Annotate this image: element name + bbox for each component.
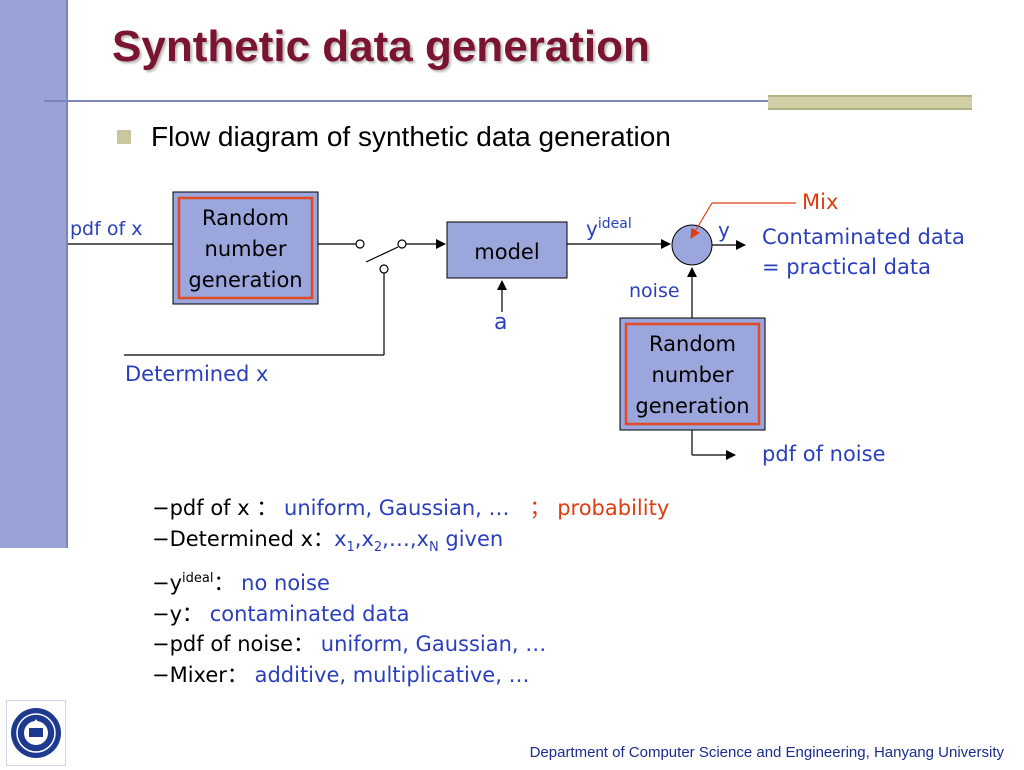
rng-box-1-text: Random number generation [173,203,318,296]
note-pdf-noise: −pdf of noise： uniform, Gaussian, … [152,629,669,660]
note-mixer-value: additive, multiplicative, … [254,663,530,688]
y-ideal-base: y [586,216,598,241]
model-label: model [474,240,540,264]
y-ideal-label: yideal [586,216,632,241]
rng-box-1-inner [177,196,314,300]
rng-box-1-outer [172,191,319,305]
note-y-value: contaminated data [209,601,410,626]
rng-box-2-line-3: generation [635,394,750,418]
note-determined-x2-sub: 2 [373,539,383,555]
pdf-of-x-label: pdf of x [70,218,143,240]
bullet-text: Flow diagram of synthetic data generatio… [151,121,671,152]
y-ideal-sup: ideal [597,216,632,232]
switch-contact-top [355,239,365,249]
mix-pointer-arrow [690,202,713,239]
note-pdf-x-extra: ； probability [529,496,670,520]
output-line-1: Contaminated data [762,225,965,249]
rng-box-2-line-2: number [651,363,734,387]
slide-title: Synthetic data generation [112,22,650,71]
rng-box-2-text: Random number generation [620,329,765,422]
note-y-ideal-colon: ： [213,570,235,595]
note-y-ideal-prefix: −y [152,570,183,595]
note-y-ideal: −yideal： no noise [152,564,669,599]
output-line-2: = practical data [762,255,931,279]
mixer-circle [671,224,713,266]
note-mixer: −Mixer： additive, multiplicative, … [152,660,669,691]
title-accent-bar [768,95,972,110]
rng-box-1-line-3: generation [188,268,303,292]
note-mixer-prefix: −Mixer： [152,663,248,688]
param-a-label: a [494,310,508,335]
title-underline [44,100,972,102]
pdf-of-noise-label: pdf of noise [762,442,886,466]
switch-contact-bottom [379,264,389,274]
note-pdf-x-prefix: −pdf of x ： [152,496,278,520]
note-y-ideal-sup: ideal [182,570,214,586]
rng-box-2-inner [624,322,761,426]
rng-box-2-line-1: Random [649,332,736,356]
note-determined-xn-sub: N [428,539,439,555]
note-determined-x1-sub: 1 [346,539,355,555]
note-determined-x: −Determined x：x1,x2,…,xN given [152,524,669,564]
note-pdf-x: −pdf of x ： uniform, Gaussian, … ； proba… [152,493,669,524]
rng-box-1-line-1: Random [202,206,289,230]
rng-box-2-outer [619,317,766,431]
note-y-prefix: −y： [152,601,204,626]
left-sidebar-bar [0,0,68,548]
rng-box-1-line-2: number [204,237,287,261]
switch-lever [365,246,399,263]
determined-x-label: Determined x [125,362,269,386]
seal-icon [7,701,65,765]
note-determined-x2-base: ,x [354,526,374,551]
notes-list: −pdf of x ： uniform, Gaussian, … ； proba… [152,493,669,691]
note-determined-xn-base: ,…,x [382,526,429,551]
note-pdf-noise-value: uniform, Gaussian, … [320,632,547,657]
note-determined-prefix: −Determined x： [152,526,335,551]
note-determined-given: given [438,526,504,551]
y-label: y [718,218,730,242]
switch-pivot [397,239,407,249]
footer-text: Department of Computer Science and Engin… [529,744,1004,761]
mix-label: Mix [802,190,839,214]
note-y-ideal-value: no noise [241,570,330,595]
note-determined-value: x1,x2,…,xN given [334,526,504,555]
university-seal-logo [6,700,66,766]
note-y: −y： contaminated data [152,599,669,630]
model-box [446,221,568,279]
noise-label: noise [629,280,680,302]
note-pdf-noise-prefix: −pdf of noise： [152,632,315,657]
note-determined-x1-base: x [334,526,347,551]
bullet-square-icon [117,130,131,144]
note-pdf-x-value: uniform, Gaussian, … [284,496,510,520]
